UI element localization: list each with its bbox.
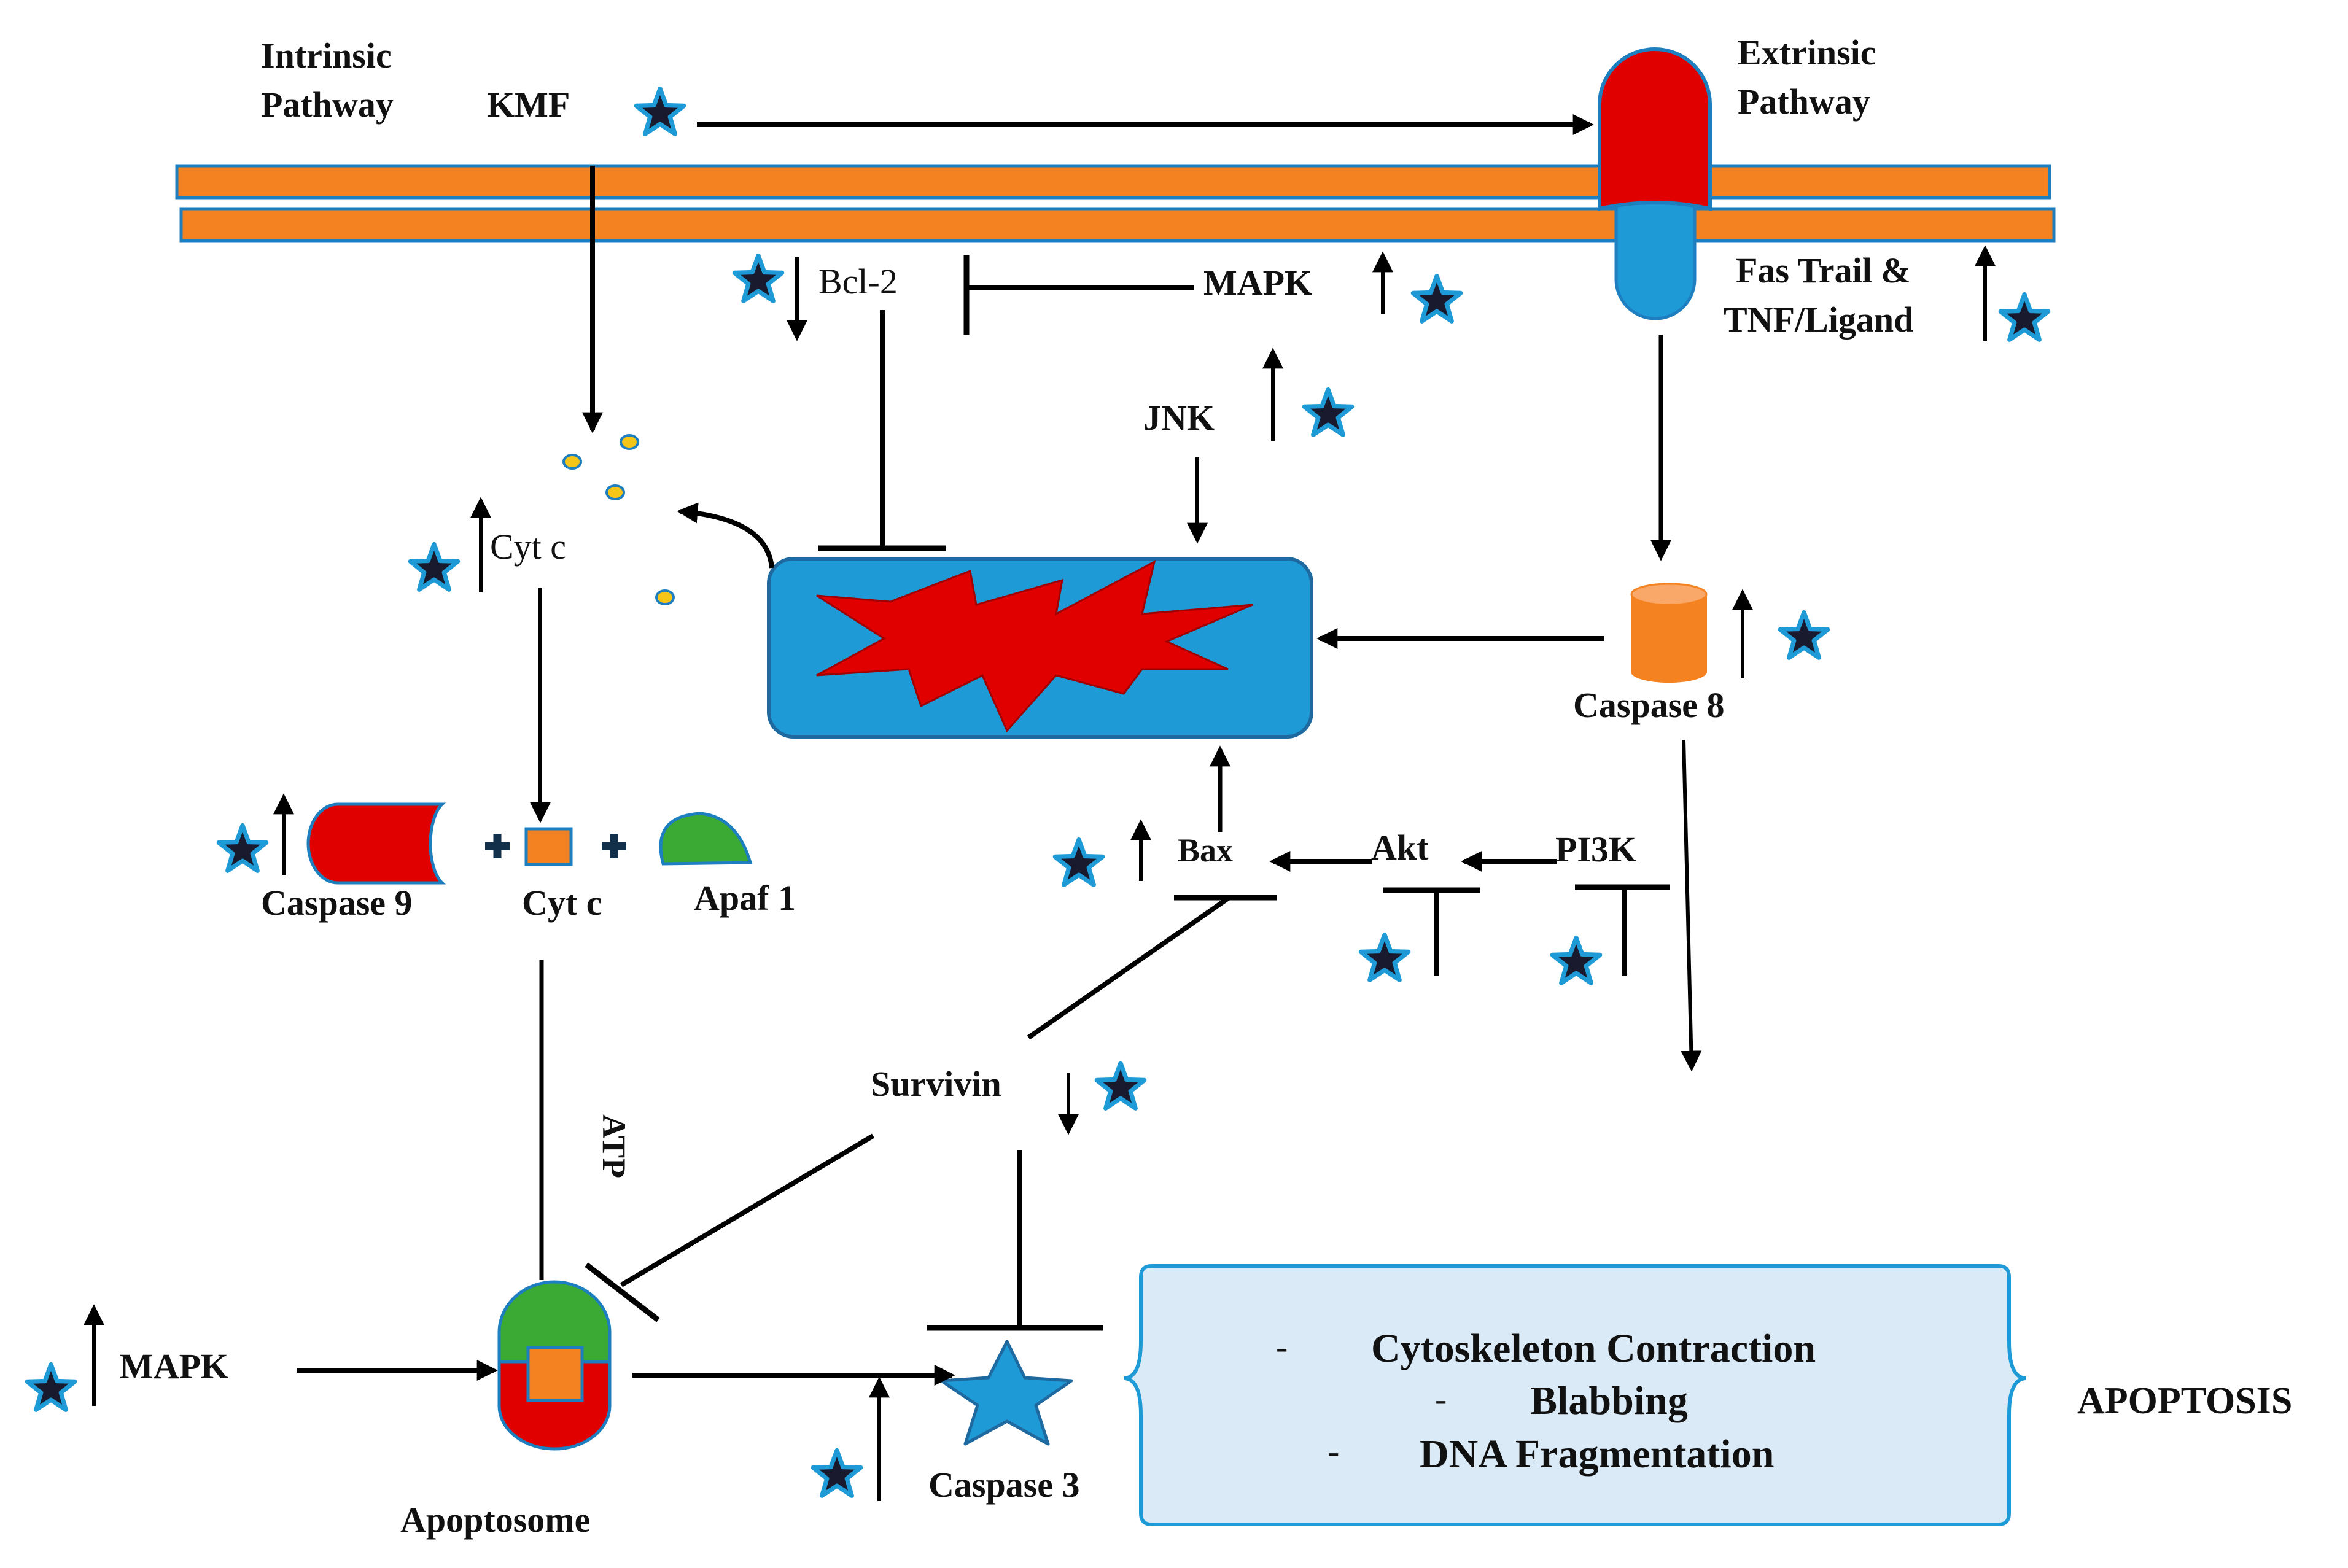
extrinsic-pathway-label: Extrinsic Pathway bbox=[1738, 33, 1885, 122]
star-icon bbox=[1780, 613, 1827, 658]
connectors bbox=[297, 114, 1702, 1386]
cytc-square bbox=[524, 827, 573, 866]
intrinsic-line-1: Intrinsic bbox=[261, 36, 392, 76]
star-icon bbox=[1304, 390, 1351, 435]
arrow-mito-to-cytc bbox=[677, 502, 774, 569]
caspase-8-label: Caspase 8 bbox=[1573, 685, 1725, 725]
mapk-bottom-label: MAPK bbox=[120, 1346, 228, 1386]
outcome-blabbing: Blabbing bbox=[1530, 1378, 1688, 1423]
inhibit-survivin-apoptosome-bar bbox=[585, 1262, 660, 1322]
death-receptor bbox=[1598, 47, 1712, 320]
star-icon bbox=[219, 826, 266, 871]
star-icon bbox=[27, 1365, 74, 1410]
fas-line-1: Fas Trail & bbox=[1736, 250, 1911, 290]
inhibit-survivin-apoptosome bbox=[620, 1133, 875, 1287]
cytc-dot bbox=[562, 454, 582, 470]
star-icon bbox=[1413, 276, 1460, 322]
star-icon bbox=[2000, 295, 2048, 340]
inhibit-survivin-bax bbox=[1027, 895, 1231, 1040]
cytc-label: Cyt c bbox=[522, 883, 602, 923]
mitochondrion-burst bbox=[816, 560, 1253, 732]
outcome-dash: - bbox=[1276, 1327, 1288, 1367]
outcome-dash: - bbox=[1435, 1379, 1447, 1419]
cytochrome-c-dots bbox=[562, 434, 675, 605]
apaf-1-label: Apaf 1 bbox=[694, 878, 796, 918]
bcl2-label: Bcl-2 bbox=[818, 262, 898, 301]
fas-line-2: TNF/Ligand bbox=[1724, 300, 1913, 340]
cytc-dot bbox=[605, 484, 625, 500]
cytc-top-label: Cyt c bbox=[490, 527, 566, 567]
star-icon bbox=[636, 89, 683, 134]
fas-trail-label: Fas Trail & TNF/Ligand bbox=[1724, 250, 1919, 340]
caspase-8-cylinder bbox=[1630, 583, 1708, 683]
intrinsic-line-2: Pathway bbox=[261, 85, 394, 125]
jnk-label: JNK bbox=[1143, 398, 1215, 438]
akt-label: Akt bbox=[1371, 828, 1429, 867]
extrinsic-line-1: Extrinsic bbox=[1738, 33, 1876, 72]
regulation-arrows bbox=[84, 245, 1996, 1501]
receptor-lower-blue bbox=[1614, 201, 1697, 320]
apoptosome-shape bbox=[497, 1280, 612, 1451]
apoptosome-center bbox=[526, 1346, 584, 1402]
mitochondrion bbox=[767, 557, 1313, 739]
plus-icon bbox=[602, 834, 626, 858]
apoptosome-label: Apoptosome bbox=[400, 1500, 590, 1540]
caspase-3-star bbox=[939, 1340, 1073, 1446]
star-icon bbox=[1097, 1063, 1144, 1109]
cell-membrane bbox=[175, 164, 2056, 243]
mapk-top-label: MAPK bbox=[1203, 263, 1312, 303]
apoptosome-components bbox=[306, 802, 753, 885]
kmf-label: KMF bbox=[487, 85, 570, 125]
plus-icon bbox=[485, 834, 510, 858]
apoptosis-label: APOPTOSIS bbox=[2077, 1380, 2292, 1422]
membrane-inner-layer bbox=[179, 207, 2056, 243]
atp-label: ATP bbox=[596, 1114, 632, 1178]
star-icon bbox=[410, 545, 457, 590]
receptor-upper-red bbox=[1598, 47, 1712, 211]
outcome-dash: - bbox=[1328, 1431, 1339, 1471]
cytc-dot bbox=[620, 434, 639, 450]
membrane-outer-layer bbox=[175, 164, 2051, 200]
star-icon bbox=[734, 256, 782, 301]
caspase-3-label: Caspase 3 bbox=[928, 1465, 1080, 1505]
apoptosome-green bbox=[497, 1280, 612, 1364]
star-icon bbox=[1361, 935, 1408, 980]
survivin-label: Survivin bbox=[871, 1064, 1001, 1104]
outcome-dna-fragmentation: DNA Fragmentation bbox=[1420, 1432, 1774, 1477]
pi3k-label: PI3K bbox=[1555, 829, 1636, 869]
extrinsic-line-2: Pathway bbox=[1738, 82, 1870, 122]
labels: Intrinsic Pathway KMF Extrinsic Pathway … bbox=[120, 33, 2292, 1540]
star-icon bbox=[1055, 840, 1102, 885]
star-icon bbox=[813, 1451, 860, 1496]
arrow-casp8-down bbox=[1681, 739, 1702, 1072]
bax-label: Bax bbox=[1178, 832, 1233, 869]
outcome-cytoskeleton: Cytoskeleton Contraction bbox=[1371, 1326, 1816, 1371]
cytc-dot bbox=[655, 589, 675, 605]
apaf-1-shape bbox=[659, 812, 753, 866]
intrinsic-pathway-label: Intrinsic Pathway bbox=[261, 36, 400, 125]
caspase-9-label: Caspase 9 bbox=[261, 883, 413, 923]
star-icon bbox=[1552, 938, 1600, 984]
caspase-9-shape bbox=[306, 802, 446, 885]
outcome-box bbox=[1123, 1264, 2027, 1526]
